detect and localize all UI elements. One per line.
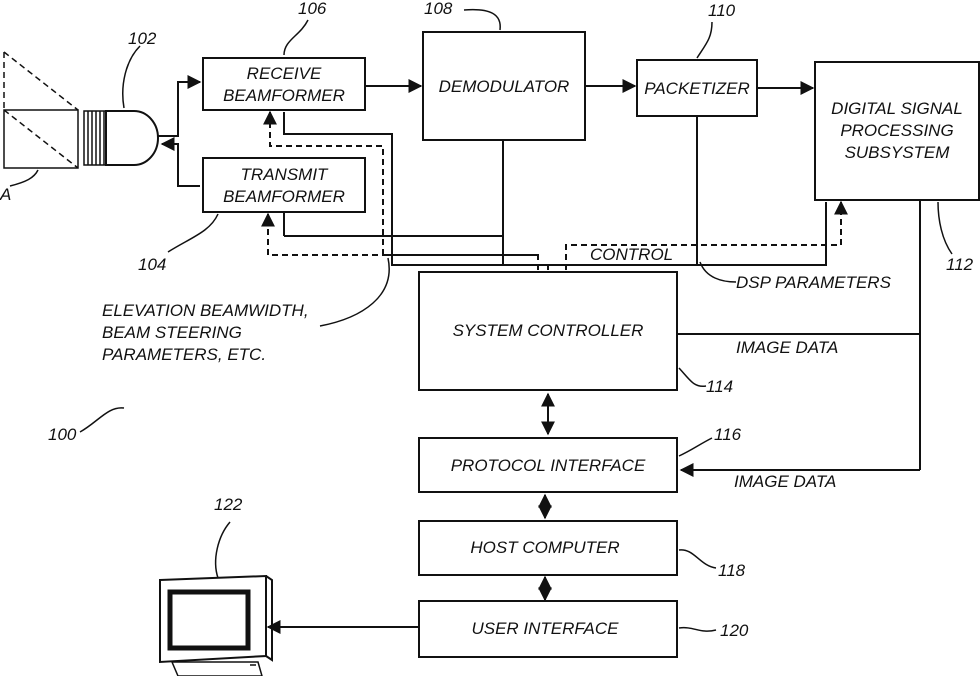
ref-108: 108 — [424, 0, 453, 18]
transmit-beamformer-block: TRANSMIT BEAMFORMER — [203, 158, 365, 212]
elevation-note: ELEVATION BEAMWIDTH, BEAM STEERING PARAM… — [102, 301, 309, 364]
host-computer-label: HOST COMPUTER — [470, 538, 619, 557]
elevation-line2: BEAM STEERING — [102, 323, 242, 342]
ref-104: 104 — [138, 255, 166, 274]
transmit-beamformer-line1: TRANSMIT — [241, 165, 330, 184]
ref-122: 122 — [214, 495, 243, 514]
display-monitor — [160, 576, 272, 676]
system-controller-label: SYSTEM CONTROLLER — [453, 321, 644, 340]
packetizer-label: PACKETIZER — [644, 79, 749, 98]
demodulator-block: DEMODULATOR — [423, 32, 585, 140]
receive-beamformer-block: RECEIVE BEAMFORMER — [203, 58, 365, 110]
ref-118: 118 — [718, 561, 746, 580]
elevation-line3: PARAMETERS, ETC. — [102, 345, 266, 364]
dsp-subsystem-block: DIGITAL SIGNAL PROCESSING SUBSYSTEM — [815, 62, 979, 200]
ref-116: 116 — [714, 425, 742, 444]
image-data-label-2: IMAGE DATA — [734, 472, 836, 491]
dsp-parameters-label: DSP PARAMETERS — [736, 273, 892, 292]
user-interface-label: USER INTERFACE — [471, 619, 619, 638]
system-controller-block: SYSTEM CONTROLLER — [419, 272, 677, 390]
receive-beamformer-line1: RECEIVE — [247, 64, 322, 83]
ref-106: 106 — [298, 0, 327, 18]
elevation-line1: ELEVATION BEAMWIDTH, — [102, 301, 309, 320]
receive-beamformer-line2: BEAMFORMER — [223, 86, 345, 105]
control-label: CONTROL — [590, 245, 673, 264]
transducer: 102 — [84, 29, 158, 165]
ref-114: 114 — [706, 377, 733, 396]
host-computer-block: HOST COMPUTER — [419, 521, 677, 575]
ref-110: 110 — [708, 1, 736, 20]
ref-112: 112 — [946, 255, 974, 274]
image-data-label-1: IMAGE DATA — [736, 338, 838, 357]
demodulator-label: DEMODULATOR — [439, 77, 570, 96]
packetizer-block: PACKETIZER — [637, 60, 757, 116]
target-label: A — [0, 185, 11, 204]
protocol-interface-label: PROTOCOL INTERFACE — [451, 456, 646, 475]
dsp-line1: DIGITAL SIGNAL — [831, 99, 963, 118]
user-interface-block: USER INTERFACE — [419, 601, 677, 657]
ref-100: 100 — [48, 425, 77, 444]
dsp-line3: SUBSYSTEM — [845, 143, 951, 162]
protocol-interface-block: PROTOCOL INTERFACE — [419, 438, 677, 492]
transmit-beamformer-line2: BEAMFORMER — [223, 187, 345, 206]
target-region: A — [0, 52, 78, 204]
ref-102: 102 — [128, 29, 157, 48]
ref-120: 120 — [720, 621, 749, 640]
dsp-line2: PROCESSING — [840, 121, 953, 140]
